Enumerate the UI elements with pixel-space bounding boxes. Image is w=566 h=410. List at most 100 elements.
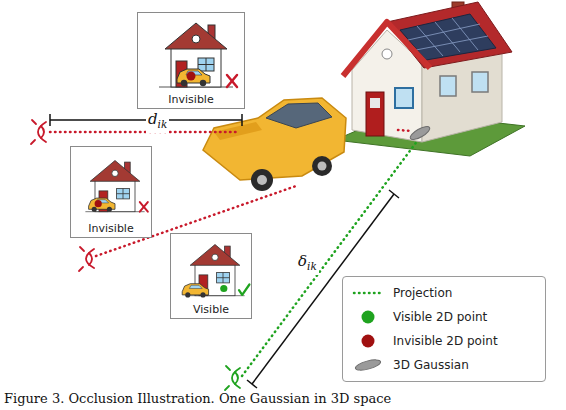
gaussian-swatch xyxy=(351,357,385,373)
cross-mark xyxy=(140,202,148,212)
car-icon xyxy=(200,80,206,86)
house-thumbnail xyxy=(198,58,214,71)
house-thumbnail xyxy=(212,254,218,260)
house-illustration xyxy=(370,98,380,108)
car-icon xyxy=(189,285,202,288)
camera-symbols xyxy=(235,372,238,384)
subscript: ik xyxy=(158,118,168,130)
point-swatch xyxy=(351,309,385,325)
thumbnail-drawing xyxy=(138,13,244,93)
house-thumbnail xyxy=(112,170,118,176)
point-swatch xyxy=(362,311,375,324)
symbol: d xyxy=(148,110,158,128)
car-icon xyxy=(107,207,112,212)
point-swatch xyxy=(351,309,385,325)
house-illustration xyxy=(452,18,478,50)
house-thumbnail xyxy=(198,64,214,65)
gaussian-swatch xyxy=(351,357,385,373)
house-illustration xyxy=(387,2,512,68)
projection-lines xyxy=(50,131,240,134)
legend-entry: Visible 2D point xyxy=(351,307,487,327)
car-icon xyxy=(177,69,210,86)
legend-entry: Invisible 2D point xyxy=(351,331,498,351)
house-thumbnail xyxy=(192,35,200,43)
distance-brackets xyxy=(247,380,257,388)
house-illustration xyxy=(382,49,392,59)
camera-symbols xyxy=(232,368,240,388)
thumbnail-drawing xyxy=(71,147,151,222)
projection-swatch xyxy=(354,292,382,295)
house-illustration xyxy=(343,22,430,76)
point-swatch xyxy=(351,333,385,349)
car-illustration xyxy=(312,156,332,176)
distance-brackets xyxy=(241,114,243,126)
visibility-label: Visible xyxy=(171,303,251,316)
house-thumbnail xyxy=(165,23,227,49)
camera-symbols xyxy=(79,267,83,271)
projection-lines xyxy=(398,130,412,131)
thumbnail-box: Invisible xyxy=(137,12,245,109)
house-illustration xyxy=(366,92,384,136)
house-illustration xyxy=(335,2,525,156)
distance-label: δik xyxy=(296,253,319,275)
camera-symbols xyxy=(31,140,35,144)
thumbnail-drawing xyxy=(171,234,251,303)
cross-mark xyxy=(140,202,148,212)
car-illustration xyxy=(251,169,273,191)
house-thumbnail xyxy=(182,245,249,298)
car-illustration xyxy=(203,98,346,191)
invisible-point xyxy=(95,200,102,207)
house-illustration xyxy=(472,72,488,92)
camera-symbols xyxy=(80,247,84,251)
legend-text: Visible 2D point xyxy=(393,310,487,324)
house-illustration xyxy=(417,26,443,56)
legend-entry: 3D Gaussian xyxy=(351,355,469,375)
legend-text: Invisible 2D point xyxy=(393,334,498,348)
car-icon xyxy=(92,207,97,212)
cross-mark xyxy=(227,75,237,87)
visible-point xyxy=(220,285,227,292)
legend-box: ProjectionVisible 2D pointInvisible 2D p… xyxy=(342,276,546,382)
camera-symbols xyxy=(41,126,44,138)
car-illustration xyxy=(318,162,327,171)
house-thumbnail xyxy=(217,277,230,278)
gaussian-swatch xyxy=(354,358,381,372)
camera-symbols xyxy=(38,122,46,142)
house-illustration xyxy=(408,24,480,40)
cross-mark xyxy=(227,75,237,87)
camera-symbols xyxy=(226,366,230,370)
gaussian-ellipsoid xyxy=(408,124,431,142)
car-illustration xyxy=(257,175,267,185)
visibility-label: Invisible xyxy=(71,222,151,235)
house-thumbnail xyxy=(117,189,130,199)
camera-symbols xyxy=(225,386,229,390)
house-thumbnail xyxy=(159,23,237,87)
point-swatch xyxy=(351,333,385,349)
camera-symbols xyxy=(86,249,94,268)
house-thumbnail xyxy=(85,161,147,212)
car-icon xyxy=(200,292,205,297)
distance-label: dik xyxy=(146,111,169,133)
house-illustration xyxy=(435,22,460,52)
cross-mark xyxy=(227,75,237,87)
house-thumbnail xyxy=(117,193,130,194)
invisible-point xyxy=(187,72,196,81)
house-thumbnail xyxy=(217,273,230,283)
house-thumbnail xyxy=(90,161,140,182)
legend-text: Projection xyxy=(393,286,452,300)
legend-text: 3D Gaussian xyxy=(393,358,469,372)
house-thumbnail xyxy=(190,245,240,266)
car-icon xyxy=(182,284,208,298)
cross-mark xyxy=(140,202,148,212)
figure-caption: Figure 3. Occlusion Illustration. One Ga… xyxy=(4,391,391,407)
visibility-label: Invisible xyxy=(138,93,244,106)
camera-symbols xyxy=(225,366,240,390)
house-thumbnail xyxy=(171,48,221,87)
distance-brackets xyxy=(389,190,399,198)
car-illustration xyxy=(203,98,346,180)
point-swatch xyxy=(362,335,375,348)
camera-symbols xyxy=(79,247,94,271)
car-illustration xyxy=(266,103,332,128)
house-illustration xyxy=(408,18,488,56)
